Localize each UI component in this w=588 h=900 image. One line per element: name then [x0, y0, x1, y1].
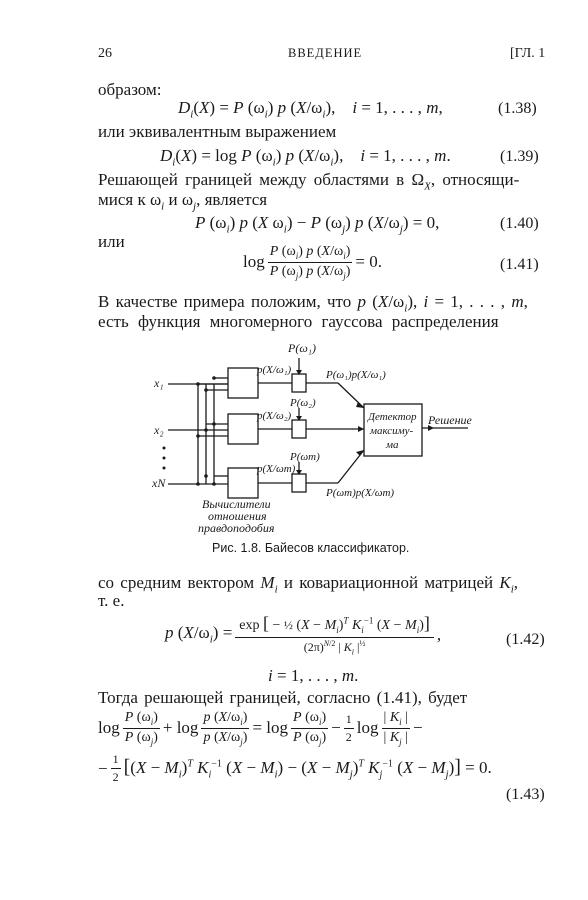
input-xn: xN: [151, 476, 166, 490]
equation-1-43-line1: log P (ωi)P (ωj) + log p (X/ωi)p (X/ωj) …: [98, 710, 423, 747]
equation-1-40: P (ωi) p (X ωi) − P (ωj) p (X/ωj) = 0,: [195, 213, 440, 236]
equation-range: i = 1, . . . , m.: [268, 666, 359, 685]
likelihood-label: p(X/ω₁): [256, 364, 292, 376]
prior-label: P(ω₁): [287, 341, 316, 355]
input-x2: x₂: [153, 423, 164, 437]
text-line: или: [98, 232, 125, 251]
prior-label: P(ω₂): [289, 397, 316, 409]
page-number: 26: [98, 46, 112, 61]
equation-1-38: Di(X) = P (ωi) p (X/ωi), i = 1, . . . , …: [178, 98, 443, 121]
product-label: P(ω₁)p(X/ω₁): [325, 369, 386, 381]
equation-number: (1.43): [506, 786, 545, 803]
chapter-label: [ГЛ. 1: [510, 46, 546, 61]
figure-caption: Рис. 1.8. Байесов классификатор.: [212, 541, 410, 555]
detector-label: ма: [385, 439, 399, 451]
bayes-classifier-diagram: x₁ x₂ xN P(ω₁) P(ω₂) P(ωm) p(X/ω₁) p(X/ω…: [151, 341, 473, 535]
text-line: В качестве примера положим, что p (X/ωi)…: [98, 292, 528, 315]
text-line: Тогда решающей границей, согласно (1.41)…: [98, 688, 468, 707]
decision-label: Решение: [427, 413, 473, 427]
text-line: или эквивалентным выражением: [98, 122, 337, 141]
equation-1-42: p (X/ωi) = exp [ − ½ (X − Mi)T Ki−1 (X −…: [165, 613, 442, 657]
computers-label: отношения: [208, 509, 267, 523]
equation-number: (1.38): [498, 100, 537, 117]
text-line: мися к ωi и ωj, является: [98, 190, 268, 213]
computers-label: Вычислители: [202, 497, 271, 511]
equation-number: (1.39): [500, 148, 539, 165]
equation-number: (1.41): [500, 256, 539, 273]
likelihood-label: p(X/ω₂): [256, 410, 292, 422]
computers-label: правдоподобия: [198, 521, 275, 535]
running-title: ВВЕДЕНИЕ: [288, 46, 363, 60]
text-line: со средним вектором Mi и ковариационной …: [98, 573, 519, 596]
equation-number: (1.40): [500, 215, 539, 232]
text-line: т. е.: [98, 591, 125, 610]
text-line: Решающей границей между областями в ΩX, …: [98, 170, 520, 193]
text-line: есть функция многомерного гауссова распр…: [98, 312, 499, 331]
detector-label: Детектор: [367, 411, 417, 423]
input-x1: x₁: [153, 376, 164, 390]
equation-1-39: Di(X) = log P (ωi) p (X/ωi), i = 1, . . …: [160, 146, 451, 169]
likelihood-label: p(X/ωm): [256, 463, 296, 475]
prior-label: P(ωm): [289, 451, 320, 463]
text-line: образом:: [98, 80, 162, 99]
equation-number: (1.42): [506, 631, 545, 648]
detector-label: максиму-: [369, 425, 414, 437]
product-label: P(ωm)p(X/ωm): [325, 487, 394, 499]
equation-1-41: log P (ωi) p (X/ωi)P (ωj) p (X/ωj) = 0.: [243, 244, 382, 281]
